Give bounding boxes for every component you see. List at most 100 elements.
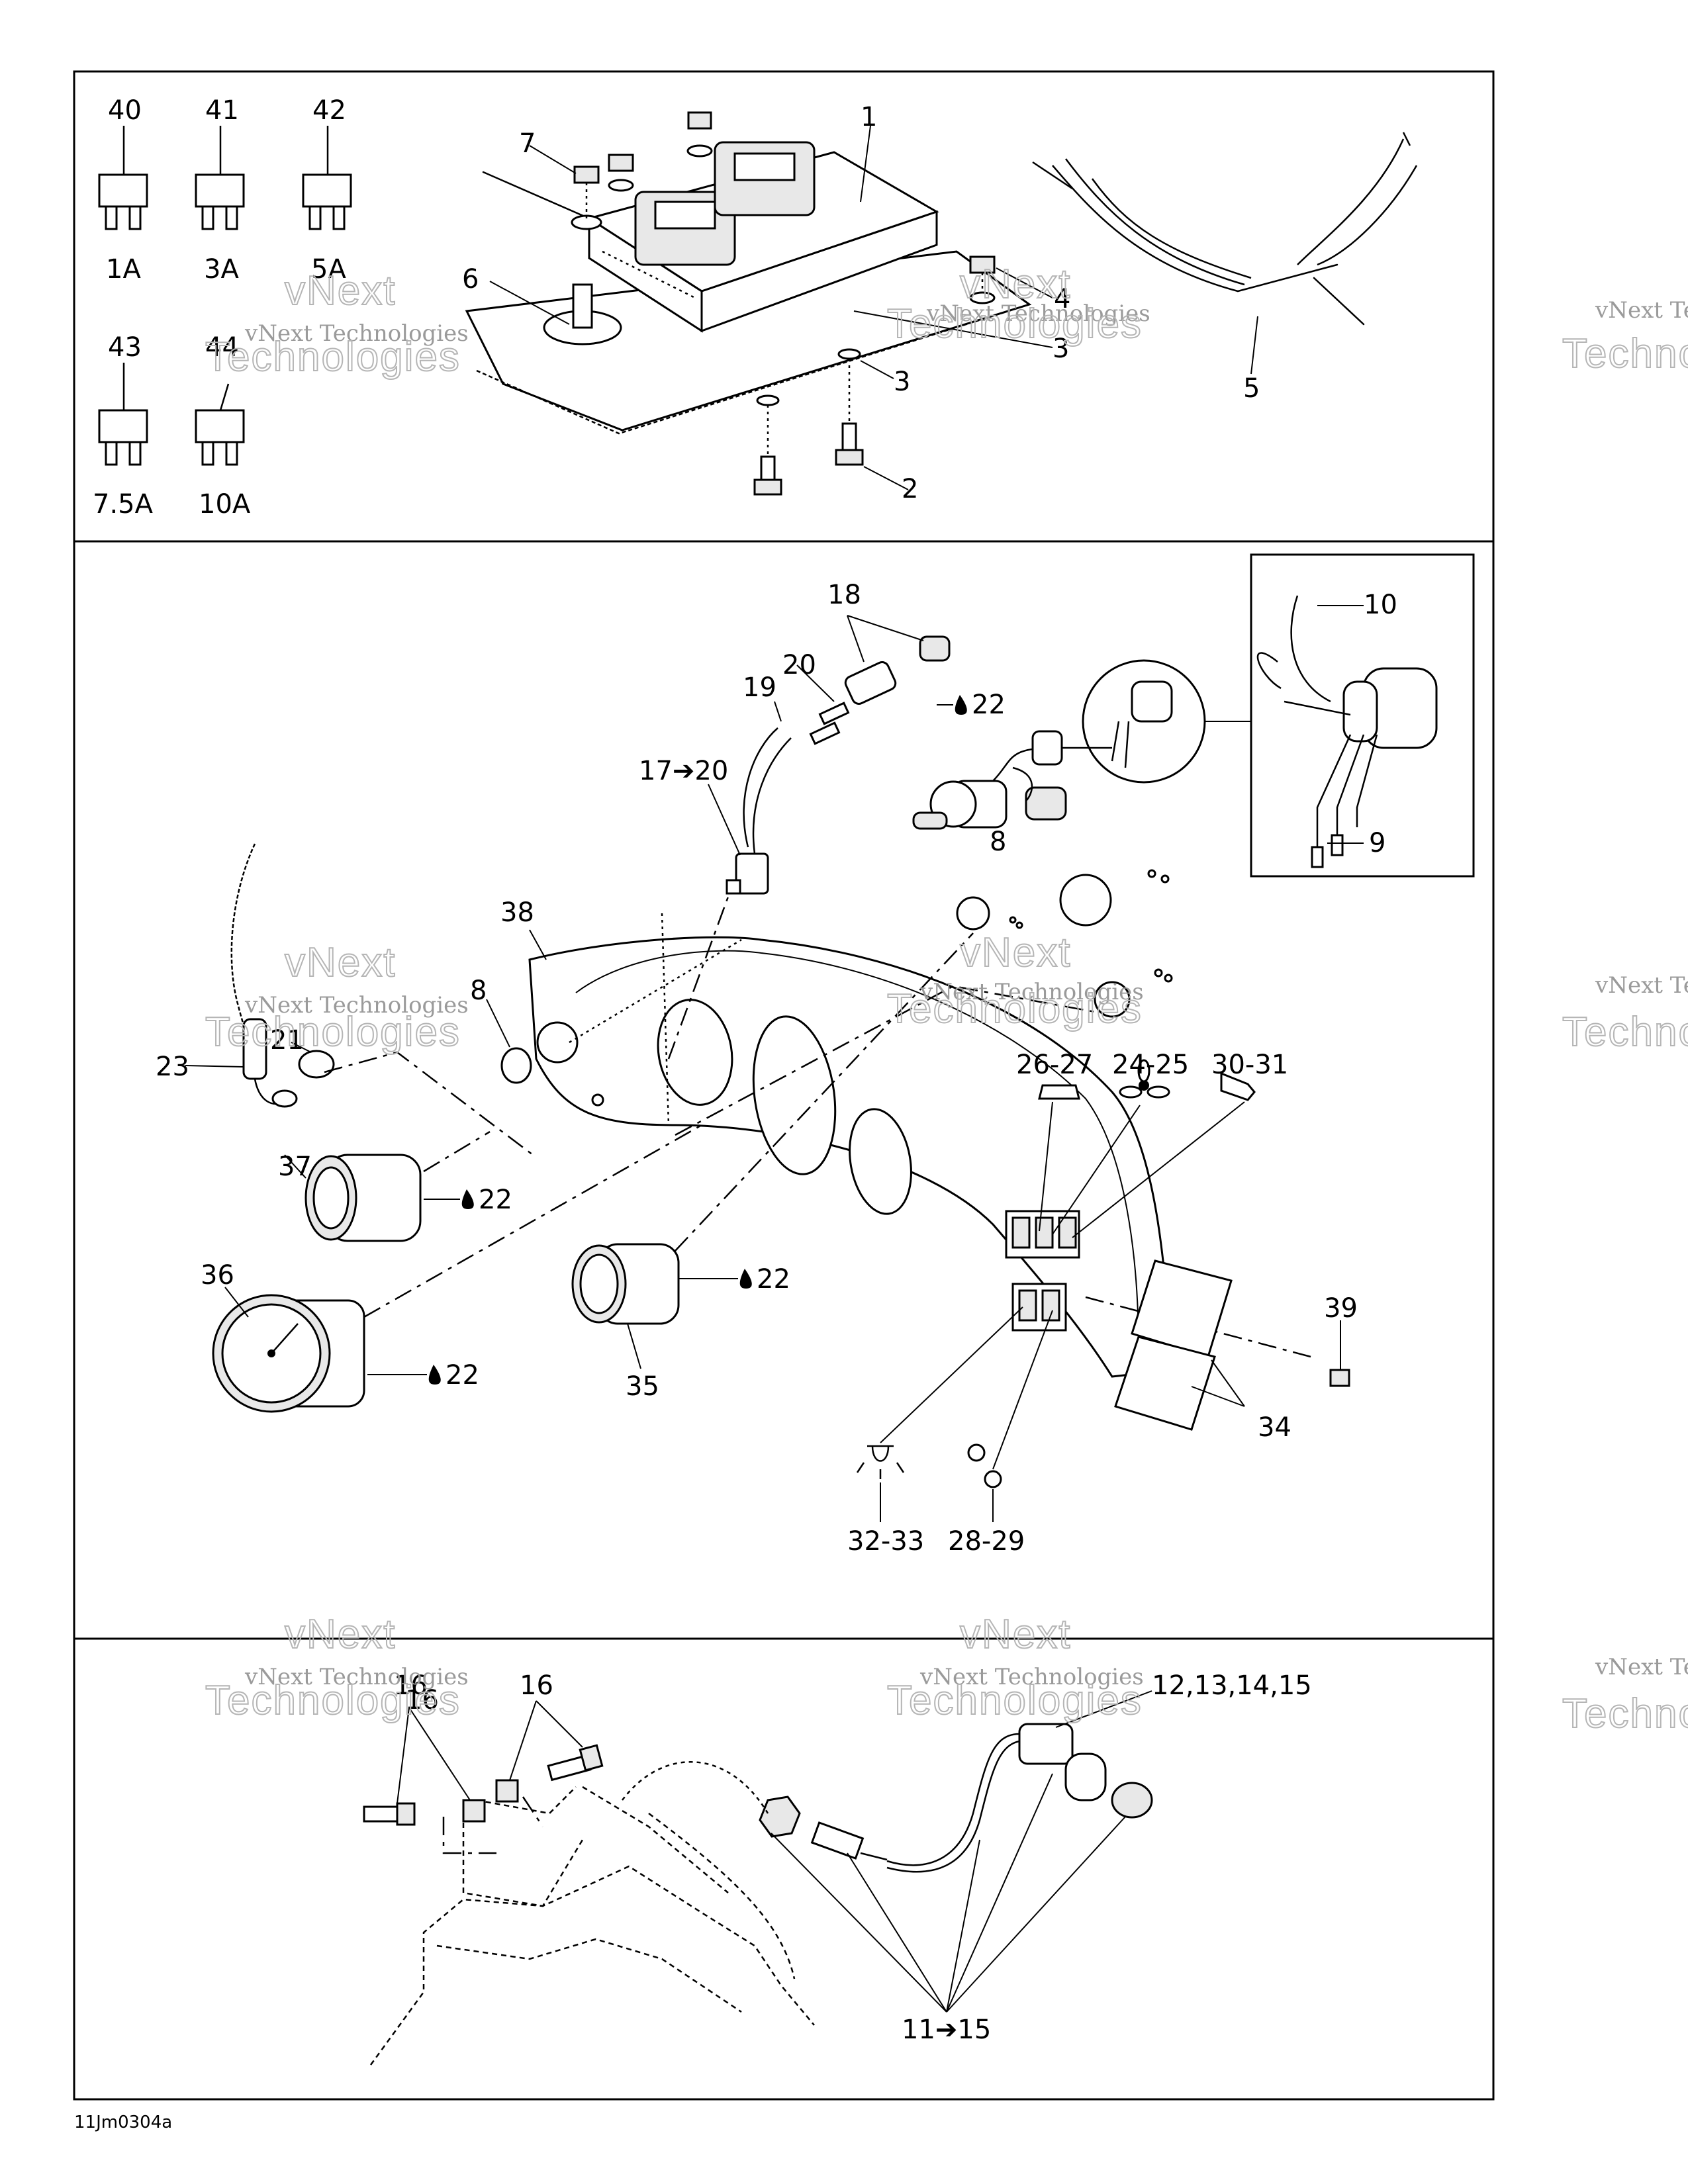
label-5: 5 xyxy=(1243,373,1260,404)
fuse-rating-40: 1A xyxy=(106,254,141,285)
cable-7 xyxy=(482,171,590,220)
watermark-a-bot: Technologies xyxy=(205,334,461,380)
temp-sensor-11 xyxy=(759,1723,1153,1873)
label-21: 21 xyxy=(270,1025,304,1056)
watermark-e-mid: vNext Technologies xyxy=(244,1664,469,1690)
watermark-a-mid: vNext Technologies xyxy=(244,320,469,347)
cap-21 xyxy=(298,1050,335,1079)
label-16b: 16 xyxy=(405,1685,439,1715)
label-2: 2 xyxy=(902,474,918,504)
watermark-g-bot: Technologies xyxy=(1562,331,1688,377)
label-32-33: 32-33 xyxy=(847,1526,924,1557)
covers-34 xyxy=(1114,1259,1233,1431)
label-38: 38 xyxy=(500,897,534,928)
heater-icon-28-29 xyxy=(967,1443,1002,1488)
fuse-42 xyxy=(302,126,352,230)
fuse-40 xyxy=(98,126,148,230)
gauge-37 xyxy=(305,1154,422,1242)
watermark-i-bot: Technologies xyxy=(1562,1691,1688,1737)
wire-harness-5 xyxy=(1032,132,1418,326)
light-switch-icon-26-27 xyxy=(1038,1084,1080,1100)
label-3a: 3 xyxy=(894,367,910,397)
label-11-15: 11➔15 xyxy=(902,2015,991,2045)
label-22b: 22 xyxy=(479,1185,512,1215)
engine-block-outline xyxy=(369,1786,815,2066)
drawing-code: 11Jm0304a xyxy=(74,2113,172,2132)
watermark-e-top: vNext xyxy=(285,1612,396,1657)
label-1: 1 xyxy=(861,102,877,132)
fuse-rating-44: 10A xyxy=(199,489,251,520)
watermarks: vNext vNext Technologies Technologies vN… xyxy=(205,261,1688,1737)
label-22d: 22 xyxy=(445,1360,479,1390)
watermark-e-bot: Technologies xyxy=(205,1678,461,1723)
label-35: 35 xyxy=(626,1371,659,1402)
nut-washer-4 xyxy=(969,255,996,304)
speedometer-36 xyxy=(212,1294,365,1413)
label-36: 36 xyxy=(201,1260,234,1291)
label-20: 20 xyxy=(782,650,816,680)
watermark-d-mid: vNext Technologies xyxy=(919,979,1144,1005)
watermark-f-top: vNext xyxy=(960,1612,1071,1657)
label-4: 4 xyxy=(1054,284,1070,314)
label-44: 44 xyxy=(205,332,239,363)
fuse-ratings: 1A 3A 5A 7.5A 10A xyxy=(93,254,346,520)
horn-icon-30-31 xyxy=(1220,1071,1256,1101)
fuse-44 xyxy=(195,383,245,466)
tether-cord-23 xyxy=(230,843,298,1108)
light-icon-32-33 xyxy=(856,1445,905,1479)
watermark-f-mid: vNext Technologies xyxy=(919,1664,1144,1690)
label-17-20: 17➔20 xyxy=(639,756,728,786)
label-16a: 16 xyxy=(520,1670,553,1701)
watermark-i-mid: vNext Technologies xyxy=(1595,1654,1688,1680)
label-28-29: 28-29 xyxy=(948,1526,1025,1557)
label-8b: 8 xyxy=(470,976,487,1006)
label-18: 18 xyxy=(827,580,861,610)
watermark-c-top: vNext xyxy=(285,940,396,985)
connector-magnifier xyxy=(1082,659,1251,784)
label-19: 19 xyxy=(743,672,776,703)
indicator-housings xyxy=(956,869,1173,1018)
watermark-b-bot: Technologies xyxy=(887,301,1143,347)
gauge-35 xyxy=(571,1243,680,1325)
label-41: 41 xyxy=(205,95,239,126)
watermark-a-top: vNext xyxy=(285,268,396,314)
connector-detail-inset xyxy=(1250,553,1475,878)
bolt-6 xyxy=(543,283,622,345)
watermark-f-bot: Technologies xyxy=(887,1678,1143,1723)
screw-2-left xyxy=(753,394,782,496)
label-34: 34 xyxy=(1258,1412,1291,1443)
label-12-15: 12,13,14,15 xyxy=(1152,1670,1312,1701)
label-43: 43 xyxy=(108,332,142,363)
label-6: 6 xyxy=(462,264,479,295)
watermark-d-top: vNext xyxy=(960,930,1071,976)
mount-path-21 xyxy=(324,1051,534,1156)
watermark-b-mid: vNext Technologies xyxy=(926,300,1150,327)
fuse-box xyxy=(586,141,939,333)
watermark-b-top: vNext xyxy=(960,261,1071,307)
studs-16 xyxy=(363,1744,604,1854)
label-8a: 8 xyxy=(990,827,1006,857)
label-26-27: 26-27 xyxy=(1016,1050,1093,1080)
watermark-h-mid: vNext Technologies xyxy=(1595,972,1688,999)
connector-18 xyxy=(809,635,951,745)
fuse-rating-43: 7.5A xyxy=(93,489,154,520)
nut-39 xyxy=(1329,1369,1350,1387)
watermark-g-mid: vNext Technologies xyxy=(1595,297,1688,324)
label-10: 10 xyxy=(1364,590,1397,620)
label-22a: 22 xyxy=(972,690,1006,720)
label-40: 40 xyxy=(108,95,142,126)
dashboard-panel-38 xyxy=(528,936,1173,1378)
grommet-8b xyxy=(500,1047,532,1084)
threadlocker-markers xyxy=(428,695,967,1385)
screw-2-right xyxy=(835,348,864,466)
label-42: 42 xyxy=(312,95,346,126)
fuse-rating-42: 5A xyxy=(311,254,346,285)
label-23: 23 xyxy=(156,1052,189,1082)
label-30-31: 30-31 xyxy=(1211,1050,1288,1080)
ignition-switch-8 xyxy=(912,730,1112,830)
label-37: 37 xyxy=(278,1152,312,1182)
label-9: 9 xyxy=(1369,828,1385,858)
nut-washer-7 xyxy=(571,154,634,230)
ignition-connector-detail xyxy=(1256,595,1438,868)
